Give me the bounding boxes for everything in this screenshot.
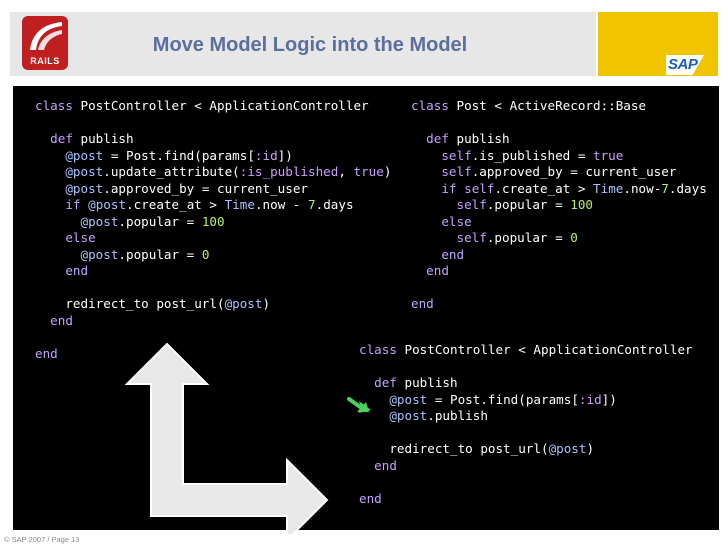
model-after-code: class Post < ActiveRecord::Base def publ… bbox=[411, 98, 707, 311]
code-line: class PostController < ApplicationContro… bbox=[35, 98, 369, 113]
rails-logo-text: RAILS bbox=[30, 56, 60, 66]
controller-before-code: class PostController < ApplicationContro… bbox=[35, 98, 392, 361]
sap-logo-text: SAP bbox=[668, 56, 698, 73]
slide-title: Move Model Logic into the Model bbox=[152, 34, 468, 56]
highlight-arrow-icon bbox=[347, 397, 371, 413]
flow-arrow-icon bbox=[124, 342, 329, 534]
footer: © SAP 2007 / Page 13 bbox=[4, 535, 80, 544]
rails-train-icon bbox=[30, 22, 62, 50]
controller-after-code: class PostController < ApplicationContro… bbox=[359, 342, 693, 506]
header-accent bbox=[598, 12, 718, 76]
rails-logo: RAILS bbox=[22, 16, 68, 70]
code-panel: class PostController < ApplicationContro… bbox=[13, 86, 719, 534]
sap-logo: SAP bbox=[666, 55, 704, 75]
header-band bbox=[10, 12, 596, 76]
